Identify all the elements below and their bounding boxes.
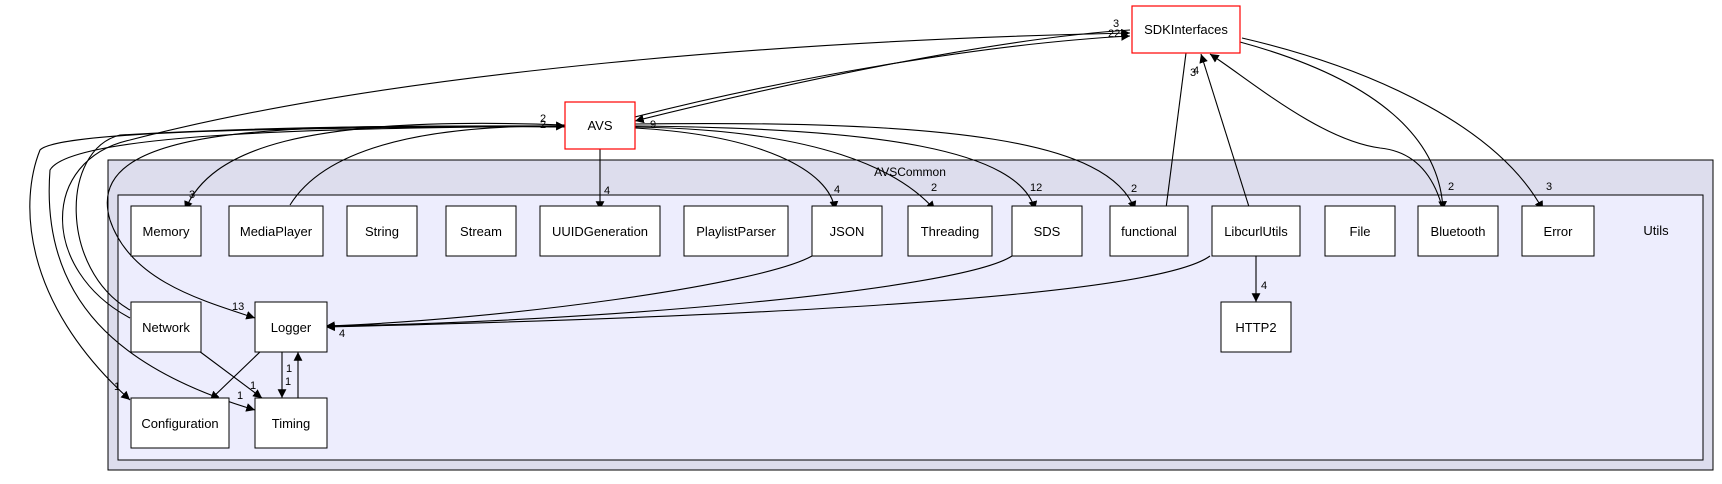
node-uuidgeneration[interactable]: UUIDGeneration [539, 205, 661, 257]
edge-label: 1 [114, 381, 120, 393]
edge-label: 4 [834, 184, 840, 196]
node-avs[interactable]: AVS [564, 101, 636, 150]
node-file[interactable]: File [1324, 205, 1396, 257]
edge-label: 2 [540, 113, 546, 125]
node-functional-label: functional [1121, 224, 1177, 239]
edge-sdkinterfaces-error [1241, 37, 1544, 211]
node-libcurlutils[interactable]: LibcurlUtils [1211, 205, 1301, 257]
edge-label: 3 [1546, 181, 1552, 193]
node-network-label: Network [142, 320, 190, 335]
node-timing[interactable]: Timing [254, 397, 328, 449]
cluster-utils-label: Utils [1643, 223, 1669, 238]
edge-label: 1 [285, 376, 291, 388]
edge-avs-memory [184, 122, 566, 211]
edge-avs-sdkinterfaces [634, 32, 1131, 118]
node-json[interactable]: JSON [811, 205, 883, 257]
edge-label: 1 [286, 363, 292, 375]
node-string-label: String [365, 224, 399, 239]
edge-labels: 3 22 9 3 4 2 3 3 4 4 2 12 2 13 1 1 2 2 1… [114, 18, 1552, 402]
edge-libcurlutils-sdkinterfaces [1199, 53, 1251, 211]
edge-label: 4 [1193, 65, 1199, 77]
node-mediaplayer-label: MediaPlayer [240, 224, 313, 239]
edge-bluetooth-sdkinterfaces [1209, 53, 1444, 211]
node-memory[interactable]: Memory [130, 205, 202, 257]
node-sds-label: SDS [1034, 224, 1061, 239]
node-bluetooth-label: Bluetooth [1431, 224, 1486, 239]
node-sdkinterfaces[interactable]: SDKInterfaces [1131, 5, 1241, 54]
edge-label: 2 [1131, 183, 1137, 195]
edge-label: 2 [931, 182, 937, 194]
node-timing-label: Timing [272, 416, 311, 431]
edge-label: 1 [250, 380, 256, 392]
node-libcurlutils-label: LibcurlUtils [1224, 224, 1288, 239]
node-memory-label: Memory [143, 224, 190, 239]
node-http2[interactable]: HTTP2 [1220, 301, 1292, 353]
node-network[interactable]: Network [130, 301, 202, 353]
node-stream-label: Stream [460, 224, 502, 239]
edge-avs-threading [634, 126, 936, 211]
node-http2-label: HTTP2 [1235, 320, 1276, 335]
edge-label: 3 [1113, 18, 1119, 30]
node-string[interactable]: String [346, 205, 418, 257]
node-configuration-label: Configuration [141, 416, 218, 431]
edge-label: 22 [1108, 28, 1120, 40]
edge-label: 4 [339, 328, 345, 340]
node-json-label: JSON [830, 224, 865, 239]
node-threading[interactable]: Threading [907, 205, 993, 257]
edge-avs-functional [634, 122, 1137, 211]
edge-network-sdkinterfaces [61, 28, 1131, 319]
edge-avs-configuration [29, 125, 566, 401]
edge-label: 4 [1261, 280, 1267, 292]
edge-network-timing [194, 347, 263, 399]
edge-label: 9 [650, 119, 656, 131]
nodes: SDKInterfaces AVS Memory MediaPlayer Str… [130, 5, 1595, 449]
node-uuidgeneration-label: UUIDGeneration [552, 224, 648, 239]
node-sds[interactable]: SDS [1011, 205, 1083, 257]
edge-sdkinterfaces-bluetooth [1239, 41, 1448, 211]
node-logger[interactable]: Logger [254, 301, 328, 353]
edge-avs-json [634, 127, 839, 211]
edges [29, 28, 1544, 412]
node-file-label: File [1350, 224, 1371, 239]
node-sdkinterfaces-label: SDKInterfaces [1144, 22, 1228, 37]
node-logger-label: Logger [271, 320, 312, 335]
edge-sds-logger [325, 255, 1013, 331]
edge-libcurlutils-logger [325, 255, 1211, 332]
edge-label: 1 [237, 390, 243, 402]
node-stream[interactable]: Stream [445, 205, 517, 257]
edge-json-logger [325, 255, 813, 331]
edge-label: 13 [232, 301, 244, 313]
edge-label: 4 [604, 185, 610, 197]
node-mediaplayer[interactable]: MediaPlayer [228, 205, 324, 257]
node-playlistparser[interactable]: PlaylistParser [683, 205, 789, 257]
node-error[interactable]: Error [1521, 205, 1595, 257]
node-functional[interactable]: functional [1109, 205, 1189, 257]
node-bluetooth[interactable]: Bluetooth [1417, 205, 1499, 257]
node-playlistparser-label: PlaylistParser [696, 224, 776, 239]
node-error-label: Error [1544, 224, 1574, 239]
edge-label: 2 [540, 119, 546, 131]
edge-avs-sds [634, 125, 1038, 211]
node-configuration[interactable]: Configuration [130, 397, 230, 449]
node-avs-label: AVS [587, 118, 612, 133]
edge-logger-configuration [209, 349, 263, 401]
edge-label: 2 [1448, 181, 1454, 193]
edge-avs-timing [48, 125, 566, 412]
edge-label: 3 [189, 189, 195, 201]
edge-sdkinterfaces-avs [634, 29, 1131, 124]
edge-label: 12 [1030, 182, 1042, 194]
node-threading-label: Threading [921, 224, 980, 239]
edge-label: 3 [1190, 67, 1196, 79]
